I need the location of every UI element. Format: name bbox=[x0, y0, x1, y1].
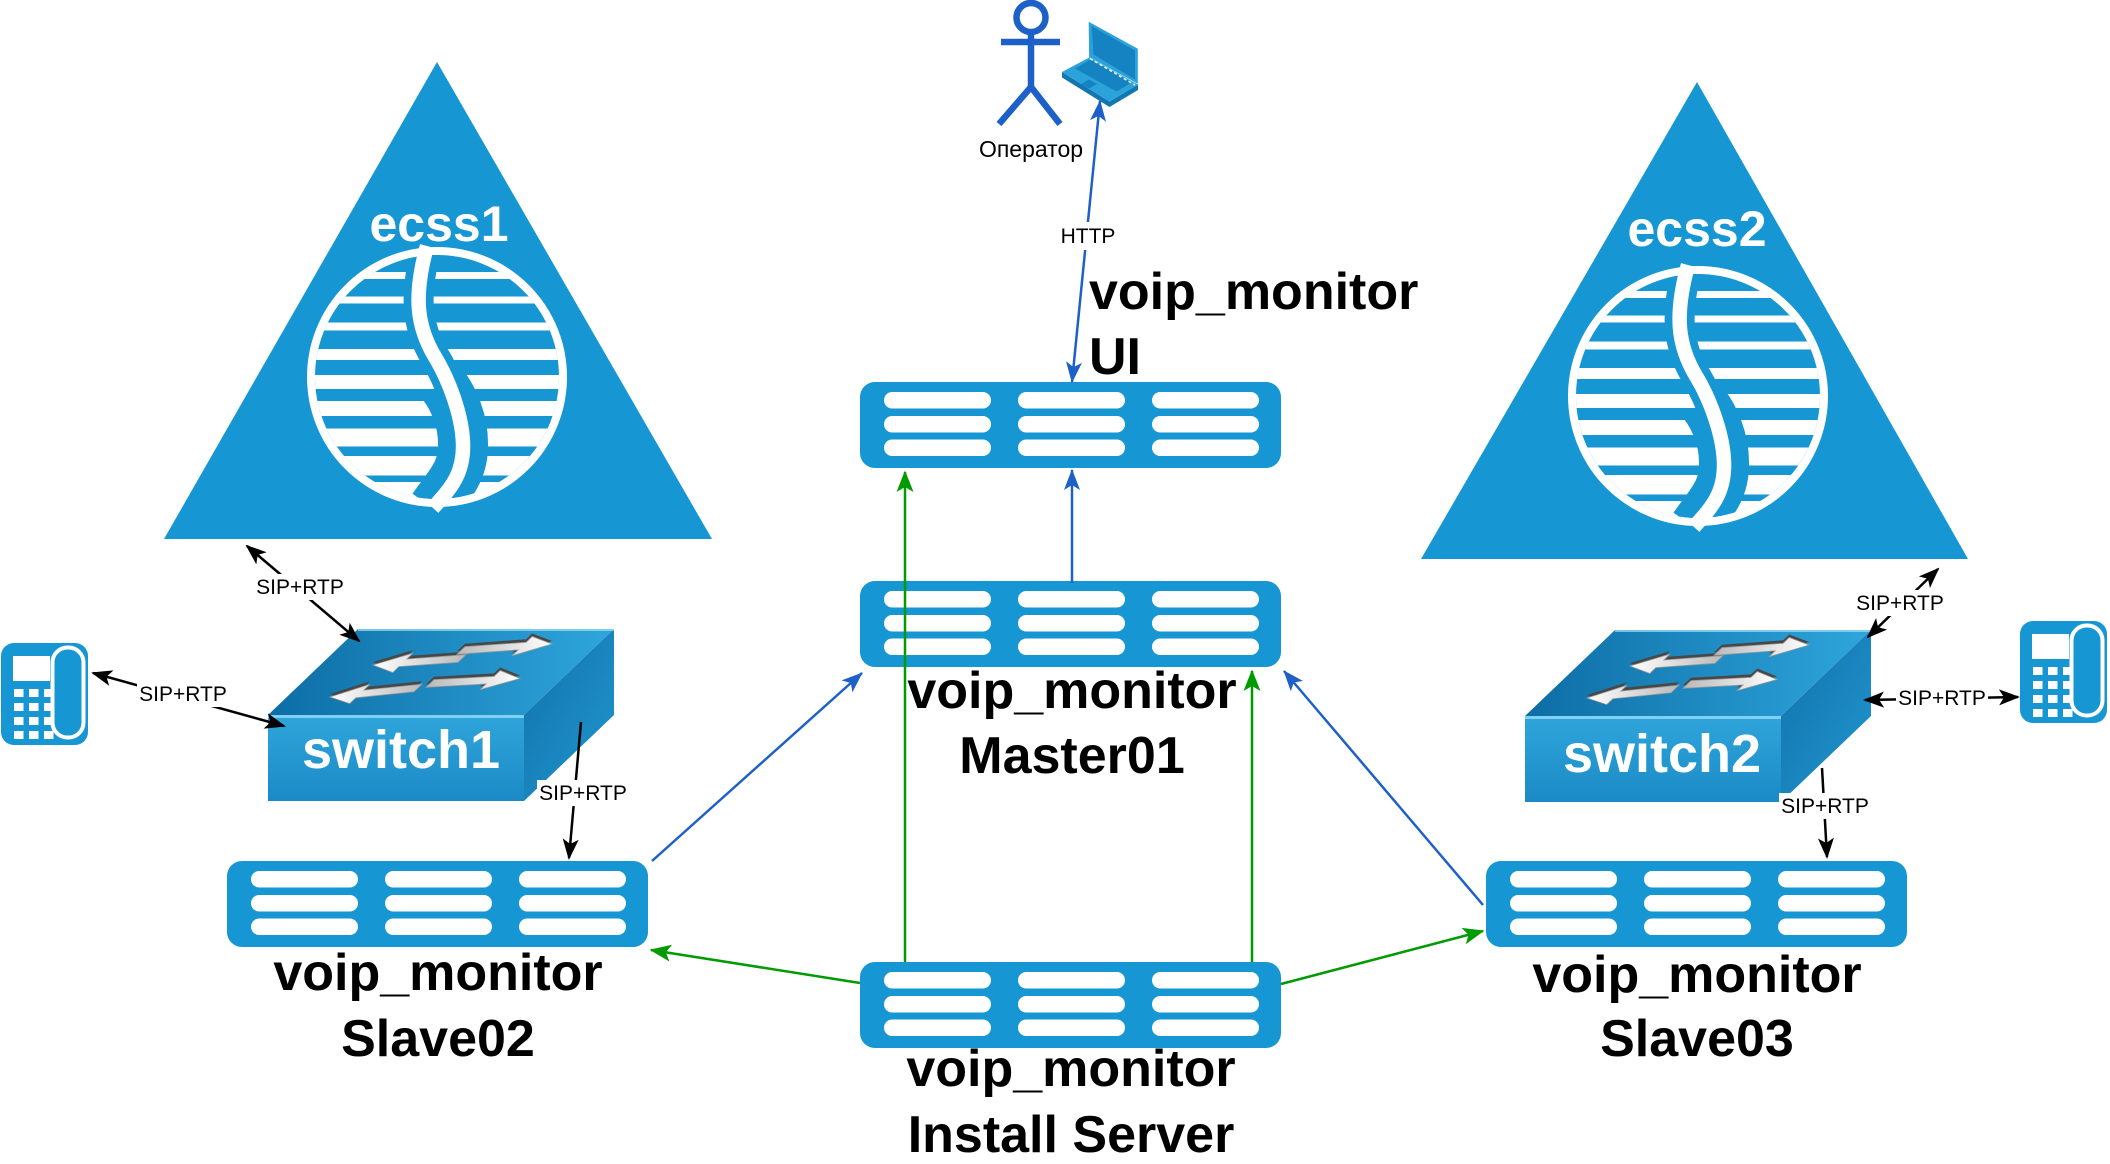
svg-text:Install Server: Install Server bbox=[908, 1106, 1235, 1164]
svg-text:UI: UI bbox=[1089, 328, 1141, 386]
svg-text:Оператор: Оператор bbox=[979, 136, 1083, 162]
svg-text:voip_monitor: voip_monitor bbox=[1089, 263, 1418, 321]
svg-text:SIP+RTP: SIP+RTP bbox=[539, 782, 627, 805]
svg-text:voip_monitor: voip_monitor bbox=[907, 662, 1236, 720]
svg-text:voip_monitor: voip_monitor bbox=[906, 1040, 1235, 1098]
svg-text:HTTP: HTTP bbox=[1061, 225, 1116, 248]
svg-text:SIP+RTP: SIP+RTP bbox=[1856, 592, 1944, 615]
svg-text:Slave02: Slave02 bbox=[341, 1010, 535, 1068]
svg-text:voip_monitor: voip_monitor bbox=[273, 944, 602, 1002]
svg-text:ecss1: ecss1 bbox=[369, 196, 508, 252]
svg-text:ecss2: ecss2 bbox=[1627, 201, 1766, 257]
svg-text:voip_monitor: voip_monitor bbox=[1532, 946, 1861, 1004]
svg-text:SIP+RTP: SIP+RTP bbox=[1781, 795, 1869, 818]
svg-text:SIP+RTP: SIP+RTP bbox=[256, 576, 344, 599]
svg-text:Slave03: Slave03 bbox=[1600, 1010, 1794, 1068]
svg-text:Master01: Master01 bbox=[959, 727, 1184, 785]
svg-text:SIP+RTP: SIP+RTP bbox=[1898, 687, 1986, 710]
svg-text:SIP+RTP: SIP+RTP bbox=[139, 683, 227, 706]
svg-text:switch2: switch2 bbox=[1563, 724, 1761, 784]
svg-text:switch1: switch1 bbox=[302, 720, 500, 780]
